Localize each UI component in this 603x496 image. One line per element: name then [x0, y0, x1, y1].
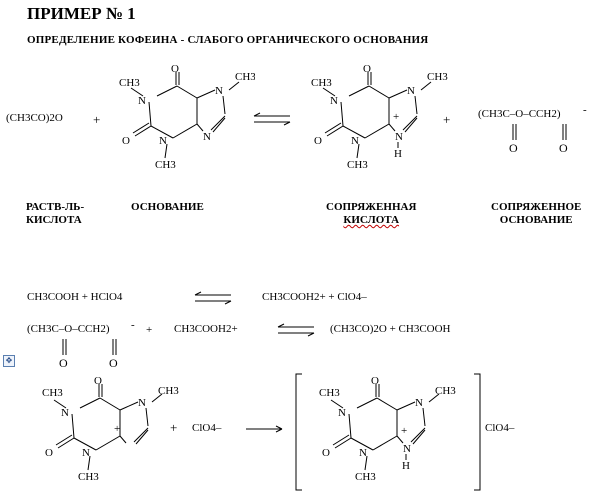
perchlorate-ion: ClO4–	[192, 422, 222, 434]
nitrogen-label: N	[403, 443, 411, 455]
nitrogen-label: N	[138, 95, 146, 107]
nitrogen-label: N	[415, 397, 423, 409]
acetate-anion: (CH3C–O–CCH2)	[27, 323, 110, 335]
oxygen-label: O	[109, 356, 118, 370]
carbonyl-bonds: O O	[509, 124, 568, 155]
plus-sign: +	[93, 112, 101, 127]
acetic-acidium: CH3COOH2+	[174, 323, 238, 335]
reaction3-right: (CH3CO)2O + CH3COOH	[330, 323, 451, 335]
methyl-label: CH3	[435, 385, 456, 397]
oxygen-label: O	[559, 141, 568, 155]
methyl-label: CH3	[355, 471, 376, 483]
nitrogen-label: N	[407, 85, 415, 97]
methyl-label: CH3	[158, 385, 179, 397]
anion-charge: -	[131, 319, 135, 331]
plus-charge: +	[401, 425, 407, 437]
methyl-label: CH3	[78, 471, 99, 483]
hydrogen-label: H	[402, 460, 410, 472]
equilibrium-arrow	[253, 112, 291, 126]
nitrogen-label: N	[159, 135, 167, 147]
plus-sign: +	[170, 420, 178, 435]
oxygen-label: O	[59, 356, 68, 370]
equilibrium-arrow	[194, 291, 232, 305]
move-handle-icon[interactable]: ✥	[3, 355, 15, 367]
oxygen-label: O	[122, 135, 130, 147]
nitrogen-label: N	[351, 135, 359, 147]
plus-sign: +	[443, 112, 451, 127]
methyl-label: CH3	[119, 77, 140, 89]
page-title: ПРИМЕР № 1	[27, 4, 136, 23]
nitrogen-label: N	[61, 407, 69, 419]
salt-brackets	[295, 373, 481, 491]
oxygen-label: O	[314, 135, 322, 147]
nitrogen-label: N	[138, 397, 146, 409]
plus-sign: +	[146, 324, 153, 336]
carbonyl-bonds: O O	[59, 339, 118, 370]
protonated-caffeine-structure: CH3 N O N CH3 + O N CH3	[42, 375, 179, 483]
nitrogen-label: N	[330, 95, 338, 107]
oxygen-label: O	[45, 447, 53, 459]
nitrogen-label: N	[215, 85, 223, 97]
oxygen-label: O	[371, 375, 379, 387]
reaction2-left: CH3COOH + HClO4	[27, 291, 123, 303]
protonated-caffeine-structure: CH3 N O N CH3 + N H O N CH3	[319, 375, 456, 483]
plus-charge: +	[114, 423, 120, 435]
oxygen-label: O	[94, 375, 102, 387]
nitrogen-label: N	[82, 447, 90, 459]
methyl-label: CH3	[311, 77, 332, 89]
plus-charge: +	[393, 111, 399, 123]
oxygen-label: O	[509, 141, 518, 155]
oxygen-label: O	[171, 63, 179, 75]
oxygen-label: O	[363, 63, 371, 75]
caffeine-structure: CH3 N O N CH3 N O N CH3	[119, 63, 255, 171]
methyl-label: CH3	[319, 387, 340, 399]
nitrogen-label: N	[359, 447, 367, 459]
label-solvent-acid: РАСТВ-ЛЬ- КИСЛОТА	[26, 201, 85, 226]
nitrogen-label: N	[203, 131, 211, 143]
methyl-label: CH3	[427, 71, 448, 83]
equilibrium-arrow	[277, 323, 315, 337]
reaction2-right: CH3COOH2+ + ClO4–	[262, 291, 367, 303]
acetate-anion: (CH3C–O–CCH2)	[478, 108, 561, 120]
nitrogen-label: N	[395, 131, 403, 143]
anion-charge: -	[583, 104, 587, 116]
label-conjugate-base: СОПРЯЖЕННОЕ ОСНОВАНИЕ	[491, 201, 582, 226]
methyl-label: CH3	[347, 159, 368, 171]
protonated-caffeine-structure: CH3 N O N CH3 + N H O N CH3	[311, 63, 448, 171]
oxygen-label: O	[322, 447, 330, 459]
methyl-label: CH3	[235, 71, 255, 83]
subtitle: ОПРЕДЕЛЕНИЕ КОФЕИНА - СЛАБОГО ОРГАНИЧЕСК…	[27, 34, 429, 46]
nitrogen-label: N	[338, 407, 346, 419]
label-conjugate-acid: СОПРЯЖЕННАЯ КИСЛОТА	[326, 201, 417, 226]
methyl-label: CH3	[155, 159, 176, 171]
hydrogen-label: H	[394, 148, 402, 160]
label-base: ОСНОВАНИЕ	[131, 201, 204, 213]
counter-ion: ClO4–	[485, 422, 515, 434]
reaction-arrow	[246, 425, 283, 433]
methyl-label: CH3	[42, 387, 63, 399]
acetic-anhydride: (CH3CO)2O	[6, 112, 63, 124]
